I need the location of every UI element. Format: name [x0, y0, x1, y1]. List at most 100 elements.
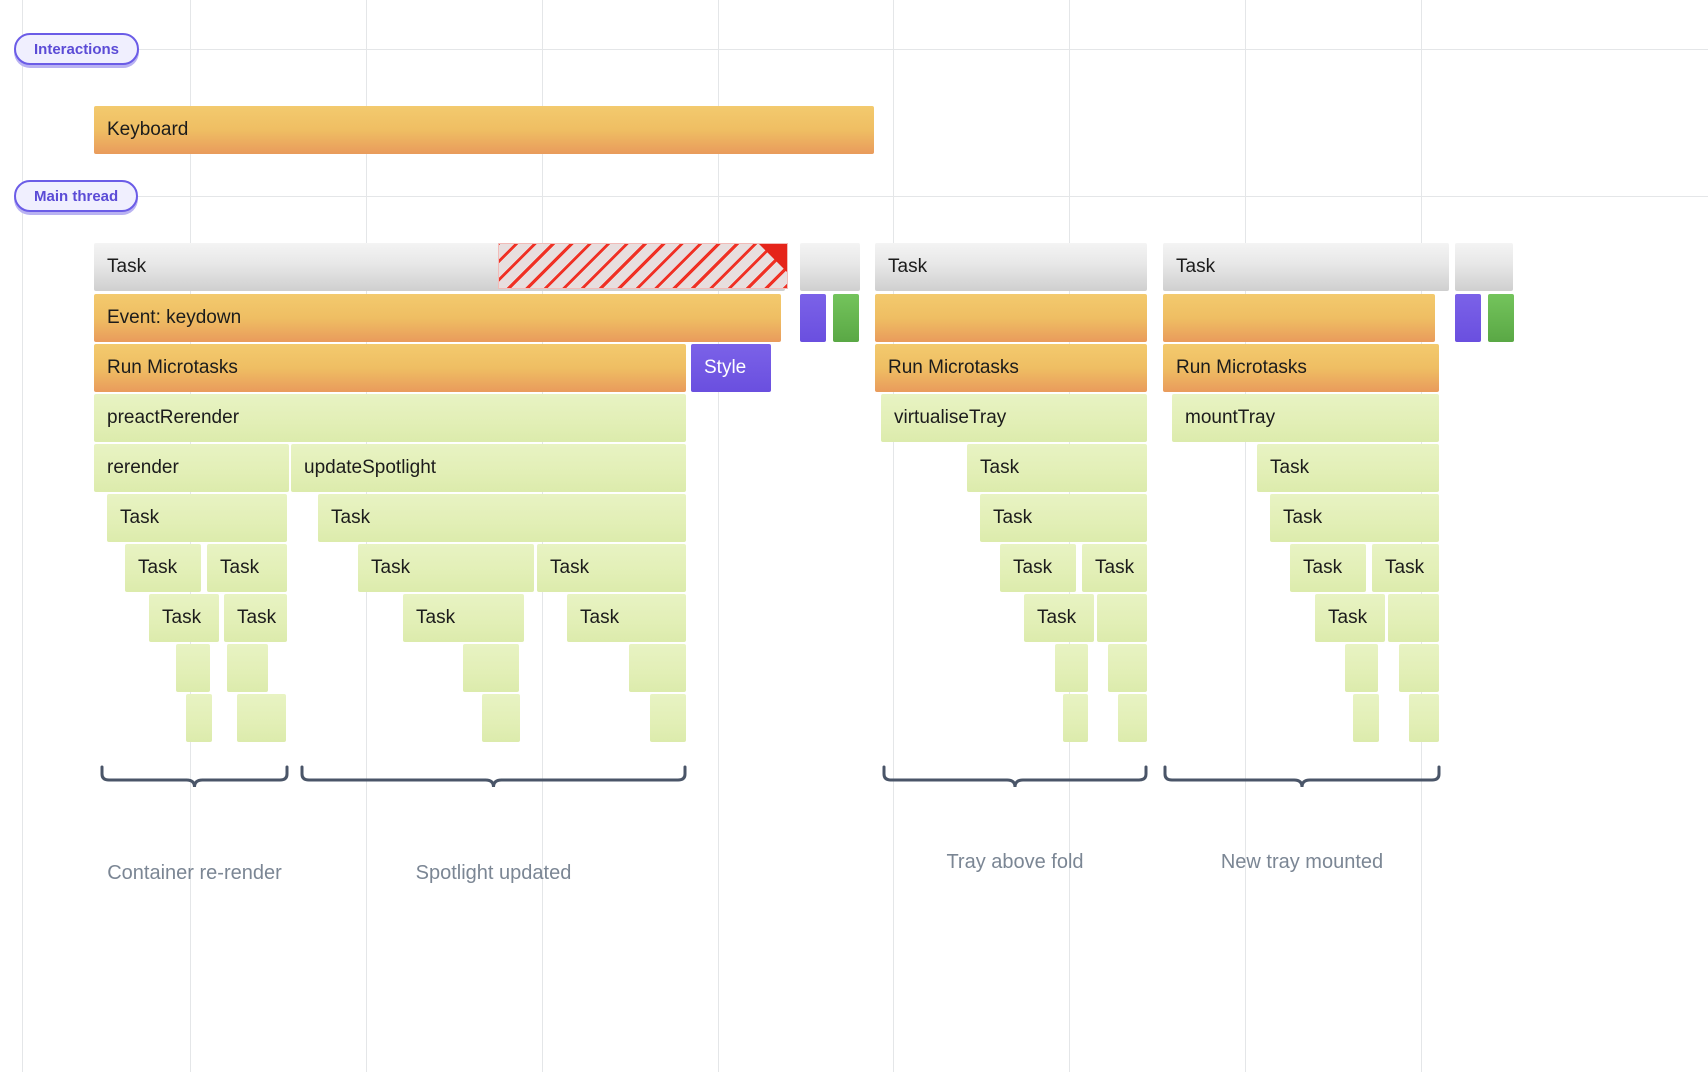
- grid-line-vertical-0: [22, 0, 23, 1072]
- flame-block-label: Task: [550, 557, 590, 578]
- flame-block-label: Task: [980, 457, 1020, 478]
- bracket-spotlight-updated: [300, 765, 687, 793]
- flame-block-mounttray[interactable]: mountTray: [1172, 394, 1439, 442]
- flame-block-virtualisetray[interactable]: virtualiseTray: [881, 394, 1147, 442]
- flame-block-task[interactable]: Task: [125, 544, 201, 592]
- flame-block-task[interactable]: Task: [1290, 544, 1366, 592]
- track-pill-label: Main thread: [34, 187, 119, 205]
- flame-block-task[interactable]: Task: [1082, 544, 1147, 592]
- track-pill-interactions[interactable]: Interactions: [14, 33, 140, 65]
- flame-block[interactable]: [463, 644, 519, 692]
- flame-block[interactable]: [1455, 243, 1513, 291]
- flame-block-label: mountTray: [1185, 407, 1276, 428]
- flame-block[interactable]: [629, 644, 686, 692]
- flame-block-task[interactable]: Task: [1024, 594, 1094, 642]
- flame-block[interactable]: [1353, 694, 1379, 742]
- flame-block[interactable]: [1388, 594, 1439, 642]
- flame-block-label: Task: [237, 607, 277, 628]
- flame-block-preactrerender[interactable]: preactRerender: [94, 394, 686, 442]
- bracket-tray-above-fold: [882, 765, 1148, 793]
- caption-spotlight-updated: Spotlight updated: [415, 862, 572, 884]
- flame-block-label: Keyboard: [107, 119, 189, 140]
- flame-block[interactable]: [227, 644, 268, 692]
- flame-block-run-microtasks[interactable]: Run Microtasks: [94, 344, 686, 392]
- flame-block-task[interactable]: Task: [318, 494, 686, 542]
- flame-block-task[interactable]: Task: [358, 544, 534, 592]
- flame-block-event-keydown[interactable]: Event: keydown: [94, 294, 781, 342]
- flame-block-label: Task: [580, 607, 620, 628]
- flame-block-updatespotlight[interactable]: updateSpotlight: [291, 444, 686, 492]
- flame-block-label: Task: [1283, 507, 1323, 528]
- flame-block-label: updateSpotlight: [304, 457, 437, 478]
- flame-block[interactable]: [1345, 644, 1378, 692]
- track-pill-main-thread[interactable]: Main thread: [14, 180, 139, 212]
- flame-block[interactable]: [1488, 294, 1514, 342]
- flame-block[interactable]: [875, 294, 1147, 342]
- flame-block[interactable]: [1455, 294, 1481, 342]
- flame-block[interactable]: [1097, 594, 1147, 642]
- flame-block-label: Task: [162, 607, 202, 628]
- flame-block-label: Event: keydown: [107, 307, 242, 328]
- flame-block-label: Task: [331, 507, 371, 528]
- flame-block-label: virtualiseTray: [894, 407, 1007, 428]
- flame-block-task[interactable]: Task: [1163, 243, 1449, 291]
- flame-block-keyboard[interactable]: Keyboard: [94, 106, 874, 154]
- flame-block-rerender[interactable]: rerender: [94, 444, 289, 492]
- flame-block-task[interactable]: Task: [1315, 594, 1385, 642]
- flame-block[interactable]: [186, 694, 212, 742]
- flame-block-task[interactable]: Task: [980, 494, 1147, 542]
- flame-block-task[interactable]: Task: [1000, 544, 1076, 592]
- flame-block[interactable]: [482, 694, 520, 742]
- flame-block-task[interactable]: Task: [1372, 544, 1439, 592]
- flame-block-task[interactable]: Task: [567, 594, 686, 642]
- flame-block-task[interactable]: Task: [207, 544, 287, 592]
- flame-block-run-microtasks[interactable]: Run Microtasks: [1163, 344, 1439, 392]
- flame-block[interactable]: [833, 294, 859, 342]
- flame-block-task[interactable]: Task: [967, 444, 1147, 492]
- flame-block-label: Style: [704, 357, 747, 378]
- grid-line-vertical-4: [718, 0, 719, 1072]
- flame-block-task[interactable]: Task: [1270, 494, 1439, 542]
- flame-block-label: Task: [1328, 607, 1368, 628]
- caption-new-tray-mounted: New tray mounted: [1220, 851, 1384, 873]
- flame-block-label: Task: [220, 557, 260, 578]
- grid-line-vertical-7: [1245, 0, 1246, 1072]
- flame-block-style[interactable]: Style: [691, 344, 771, 392]
- flame-block-label: Task: [993, 507, 1033, 528]
- flame-block-task[interactable]: Task: [537, 544, 686, 592]
- flame-block-label: Task: [1037, 607, 1077, 628]
- flame-block-label: Task: [1095, 557, 1135, 578]
- flame-block-label: Run Microtasks: [1176, 357, 1307, 378]
- flame-block[interactable]: [1063, 694, 1088, 742]
- flame-block-task[interactable]: Task: [403, 594, 524, 642]
- flame-block[interactable]: [176, 644, 210, 692]
- flame-block-label: Task: [371, 557, 411, 578]
- flame-block-label: Task: [1270, 457, 1310, 478]
- flame-block[interactable]: [1399, 644, 1439, 692]
- flame-block-label: Task: [1013, 557, 1053, 578]
- flame-block[interactable]: [650, 694, 686, 742]
- flame-block-run-microtasks[interactable]: Run Microtasks: [875, 344, 1147, 392]
- flame-block[interactable]: [1163, 294, 1435, 342]
- flame-block-task[interactable]: Task: [107, 494, 287, 542]
- flame-block-label: Run Microtasks: [888, 357, 1019, 378]
- flame-block[interactable]: [800, 294, 826, 342]
- flame-block[interactable]: [1118, 694, 1147, 742]
- caption-tray-above-fold: Tray above fold: [946, 851, 1084, 873]
- flame-block[interactable]: [1055, 644, 1088, 692]
- long-task-warning[interactable]: [498, 243, 788, 289]
- flame-block-label: rerender: [107, 457, 179, 478]
- flame-block[interactable]: [237, 694, 286, 742]
- flame-block[interactable]: [800, 243, 860, 291]
- grid-line-vertical-5: [893, 0, 894, 1072]
- flame-block-label: Task: [888, 256, 928, 277]
- bracket-new-tray-mounted: [1163, 765, 1441, 793]
- flame-block[interactable]: [1108, 644, 1147, 692]
- flame-block-task[interactable]: Task: [149, 594, 219, 642]
- caption-container-re-render: Container re-render: [107, 862, 282, 884]
- flame-block-task[interactable]: Task: [224, 594, 287, 642]
- flame-block-task[interactable]: Task: [1257, 444, 1439, 492]
- flame-block-task[interactable]: Task: [875, 243, 1147, 291]
- flame-block[interactable]: [1409, 694, 1439, 742]
- track-pill-label: Interactions: [34, 40, 120, 58]
